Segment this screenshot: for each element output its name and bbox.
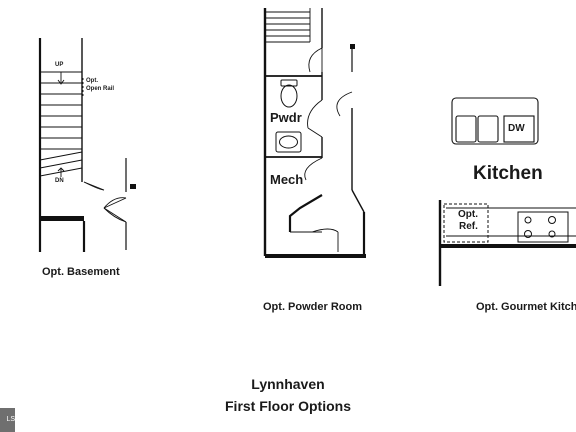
ref-dashed-outline [443, 203, 489, 243]
stair-down-arrow [57, 167, 65, 177]
watermark-badge: LS [0, 408, 15, 432]
mech-label: Mech [270, 172, 304, 187]
open-rail-label-1: Opt. [86, 78, 98, 84]
basement-plan [38, 38, 136, 252]
plan-subtitle: First Floor Options [225, 398, 351, 414]
sink-icon [275, 131, 302, 153]
gourmet-kitchen-caption: Opt. Gourmet Kitch [476, 301, 576, 313]
ref-label-1: Opt. [458, 209, 478, 220]
kitchen-sink-icon [451, 97, 539, 145]
dishwasher-label: DW [508, 123, 525, 134]
powder-room-caption: Opt. Powder Room [263, 301, 362, 313]
kitchen-label: Kitchen [473, 163, 543, 184]
basement-caption: Opt. Basement [42, 266, 120, 278]
basement-door [83, 181, 127, 223]
pwdr-label: Pwdr [270, 110, 302, 125]
open-rail-label-2: Open Rail [86, 86, 115, 92]
stair-up-label: UP [55, 62, 64, 68]
basement-stair [39, 71, 83, 177]
cooktop-icon [517, 211, 569, 243]
plan-title: Lynnhaven [251, 376, 325, 392]
toilet-icon [280, 79, 298, 108]
gourmet-kitchen-plan [438, 97, 576, 286]
dishwasher-box [503, 115, 535, 143]
ref-label-2: Ref. [459, 221, 478, 232]
stair-down-label: DN [55, 178, 64, 184]
powder-room-plan [263, 8, 366, 258]
stair-up-arrow [57, 72, 65, 85]
